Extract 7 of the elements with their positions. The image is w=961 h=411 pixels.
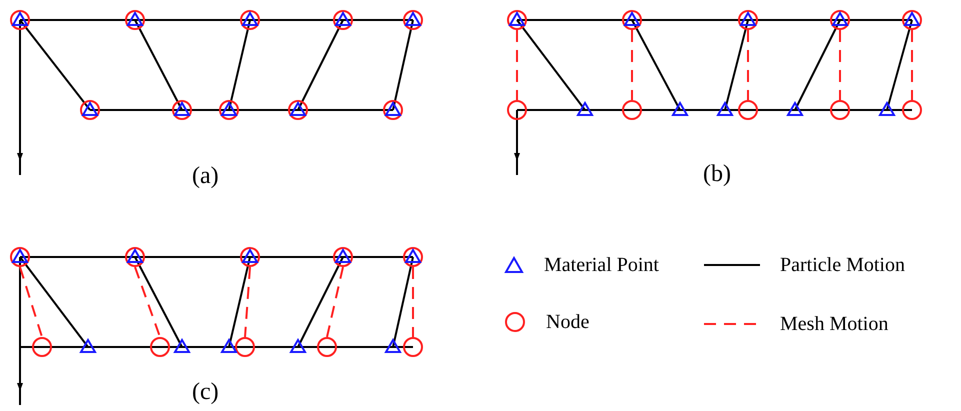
legend-label: Material Point — [544, 255, 659, 275]
legend-label: Particle Motion — [780, 255, 905, 275]
legend-label: Node — [546, 312, 590, 332]
panel-label: (a) — [192, 164, 219, 188]
legend-label: Mesh Motion — [780, 314, 888, 334]
panel-label: (b) — [703, 162, 731, 186]
panel-label: (c) — [192, 380, 219, 404]
